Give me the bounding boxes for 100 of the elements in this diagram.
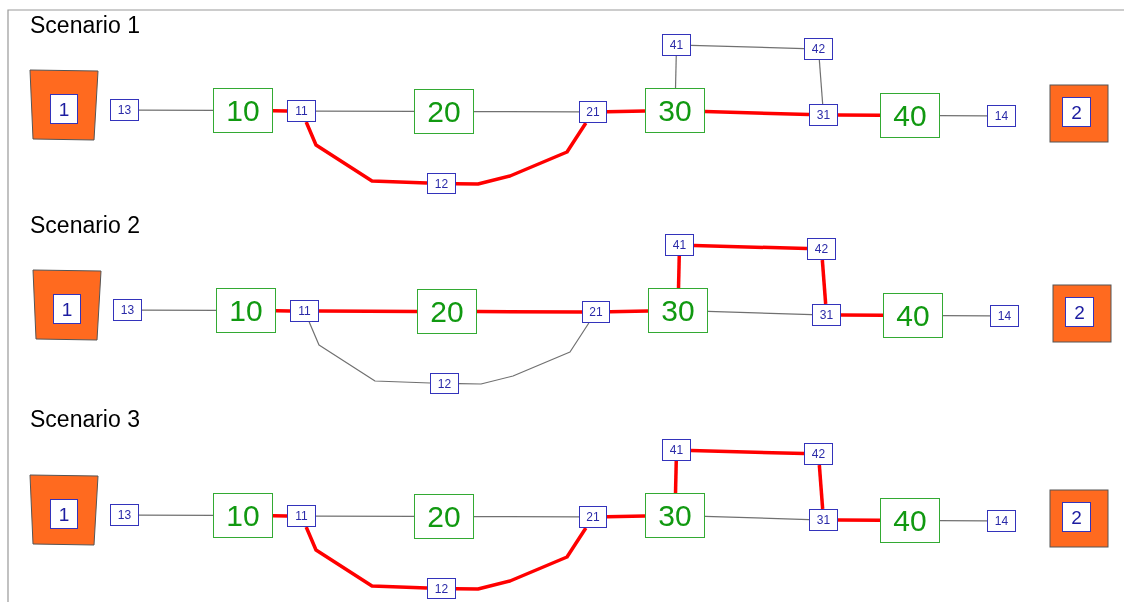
scenario-title: Scenario 1 bbox=[30, 12, 140, 39]
connector-line bbox=[473, 516, 580, 518]
node-box bbox=[1062, 97, 1091, 127]
node-box bbox=[287, 100, 316, 122]
connector-line bbox=[138, 514, 214, 516]
node-label: 42 bbox=[814, 243, 829, 255]
connector-line bbox=[820, 259, 828, 305]
node-box bbox=[113, 299, 142, 321]
node-box bbox=[987, 105, 1016, 127]
node-label: 40 bbox=[893, 100, 927, 131]
process-box bbox=[880, 93, 940, 138]
node-box bbox=[110, 99, 139, 121]
connector-line bbox=[690, 448, 805, 456]
connector-line bbox=[304, 526, 428, 590]
process-box bbox=[880, 498, 940, 543]
node-label: 30 bbox=[661, 295, 695, 326]
connector-line bbox=[939, 115, 988, 117]
process-box bbox=[216, 288, 276, 333]
node-box bbox=[50, 499, 78, 529]
scenario-title: Scenario 3 bbox=[30, 406, 140, 433]
node-label: 31 bbox=[816, 514, 831, 526]
node-label: 21 bbox=[586, 511, 600, 523]
node-label: 1 bbox=[58, 504, 70, 524]
connector-line bbox=[707, 310, 813, 316]
node-label: 14 bbox=[997, 310, 1012, 322]
node-label: 40 bbox=[896, 300, 930, 331]
node-label: 42 bbox=[811, 43, 826, 55]
connector-line bbox=[704, 109, 810, 117]
node-box bbox=[662, 439, 691, 461]
node-label: 1 bbox=[58, 99, 70, 119]
node-label: 20 bbox=[430, 296, 464, 327]
node-label: 31 bbox=[816, 109, 831, 121]
node-label: 42 bbox=[811, 448, 826, 460]
process-box bbox=[414, 494, 474, 539]
connector-line bbox=[817, 464, 825, 510]
node-box bbox=[427, 173, 456, 194]
node-box bbox=[804, 38, 833, 60]
connector-line bbox=[308, 321, 431, 384]
node-label: 11 bbox=[298, 305, 311, 317]
node-box bbox=[430, 373, 459, 394]
connector-line bbox=[458, 322, 590, 385]
connector-line bbox=[315, 110, 415, 112]
process-box bbox=[645, 493, 705, 538]
node-label: 30 bbox=[658, 95, 692, 126]
node-box bbox=[1062, 502, 1091, 532]
node-box bbox=[582, 301, 610, 323]
node-label: 10 bbox=[229, 295, 263, 326]
connector-line bbox=[273, 514, 287, 518]
connector-line bbox=[304, 121, 428, 185]
connector-line bbox=[841, 313, 883, 318]
connector-line bbox=[609, 309, 649, 314]
connector-line bbox=[138, 109, 214, 111]
connector-line bbox=[273, 109, 287, 113]
node-label: 13 bbox=[117, 104, 132, 116]
node-box bbox=[804, 443, 833, 465]
node-box bbox=[50, 94, 78, 124]
node-label: 20 bbox=[427, 501, 461, 532]
node-box bbox=[812, 304, 841, 326]
connector-line bbox=[673, 460, 678, 494]
node-label: 20 bbox=[427, 96, 461, 127]
connector-line bbox=[455, 527, 588, 591]
node-box bbox=[809, 104, 838, 126]
node-label: 13 bbox=[117, 509, 132, 521]
scenario-title: Scenario 2 bbox=[30, 212, 140, 239]
process-box bbox=[883, 293, 943, 338]
node-box bbox=[662, 34, 691, 56]
node-box bbox=[579, 506, 607, 528]
connector-line bbox=[942, 315, 991, 317]
connector-line bbox=[606, 109, 646, 114]
node-label: 12 bbox=[434, 177, 449, 190]
connector-line bbox=[455, 122, 588, 186]
connector-line bbox=[704, 515, 810, 521]
node-label: 10 bbox=[226, 95, 260, 126]
node-box bbox=[579, 101, 607, 123]
node-label: 10 bbox=[226, 500, 260, 531]
node-label: 13 bbox=[120, 304, 135, 316]
connector-line bbox=[939, 520, 988, 522]
node-label: 11 bbox=[295, 510, 308, 522]
node-label: 14 bbox=[994, 110, 1009, 122]
node-label: 1 bbox=[61, 299, 73, 319]
node-box bbox=[987, 510, 1016, 532]
node-label: 11 bbox=[295, 105, 308, 117]
node-label: 41 bbox=[669, 39, 684, 51]
node-box bbox=[1065, 297, 1094, 327]
node-box bbox=[53, 294, 81, 324]
node-box bbox=[287, 505, 316, 527]
node-label: 31 bbox=[819, 309, 834, 321]
node-box bbox=[809, 509, 838, 531]
connector-line bbox=[606, 514, 646, 519]
node-label: 12 bbox=[434, 582, 449, 595]
process-box bbox=[213, 88, 273, 133]
node-label: 21 bbox=[586, 106, 600, 118]
process-box bbox=[417, 289, 477, 334]
connector-line bbox=[838, 113, 880, 118]
process-box bbox=[648, 288, 708, 333]
node-box bbox=[990, 305, 1019, 327]
node-label: 21 bbox=[589, 306, 603, 318]
node-label: 41 bbox=[669, 444, 684, 456]
node-box bbox=[427, 578, 456, 599]
connector-line bbox=[276, 309, 290, 313]
